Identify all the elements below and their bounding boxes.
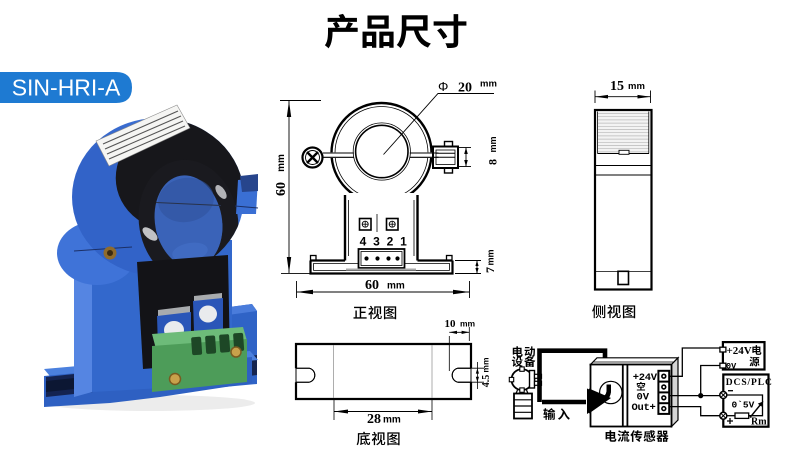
svg-text:SIN-HRI-A: SIN-HRI-A: [12, 75, 121, 101]
svg-text:mm: mm: [481, 357, 491, 373]
svg-text:0V: 0V: [637, 391, 650, 403]
svg-text:0`5V: 0`5V: [732, 399, 755, 410]
svg-text:mm: mm: [460, 319, 476, 329]
svg-text:mm: mm: [387, 281, 405, 292]
svg-text:mm: mm: [488, 136, 498, 152]
svg-text:Φ: Φ: [438, 79, 448, 94]
svg-text:Out+: Out+: [632, 402, 656, 414]
svg-text:7: 7: [483, 267, 497, 273]
svg-text:4.5: 4.5: [481, 375, 492, 388]
svg-text:15: 15: [610, 79, 624, 94]
svg-text:60: 60: [274, 182, 289, 196]
svg-text:Rm: Rm: [751, 416, 767, 427]
svg-text:20: 20: [458, 81, 472, 96]
svg-text:DCS/PLC: DCS/PLC: [726, 378, 773, 388]
svg-text:10: 10: [445, 318, 457, 330]
svg-text:mm: mm: [276, 154, 287, 172]
svg-text:+24V: +24V: [633, 372, 658, 384]
svg-text:60: 60: [365, 278, 379, 293]
svg-text:0V: 0V: [726, 361, 737, 371]
svg-text:1: 1: [400, 235, 407, 249]
svg-text:2: 2: [387, 235, 394, 249]
svg-text:mm: mm: [480, 79, 497, 90]
svg-text:mm: mm: [628, 81, 645, 92]
svg-text:28: 28: [367, 412, 381, 427]
svg-text:3: 3: [373, 235, 380, 249]
svg-text:+24V: +24V: [727, 345, 752, 357]
svg-text:mm: mm: [486, 249, 496, 265]
svg-text:4: 4: [360, 235, 367, 249]
svg-text:mm: mm: [383, 415, 401, 426]
svg-text:8: 8: [486, 159, 500, 165]
